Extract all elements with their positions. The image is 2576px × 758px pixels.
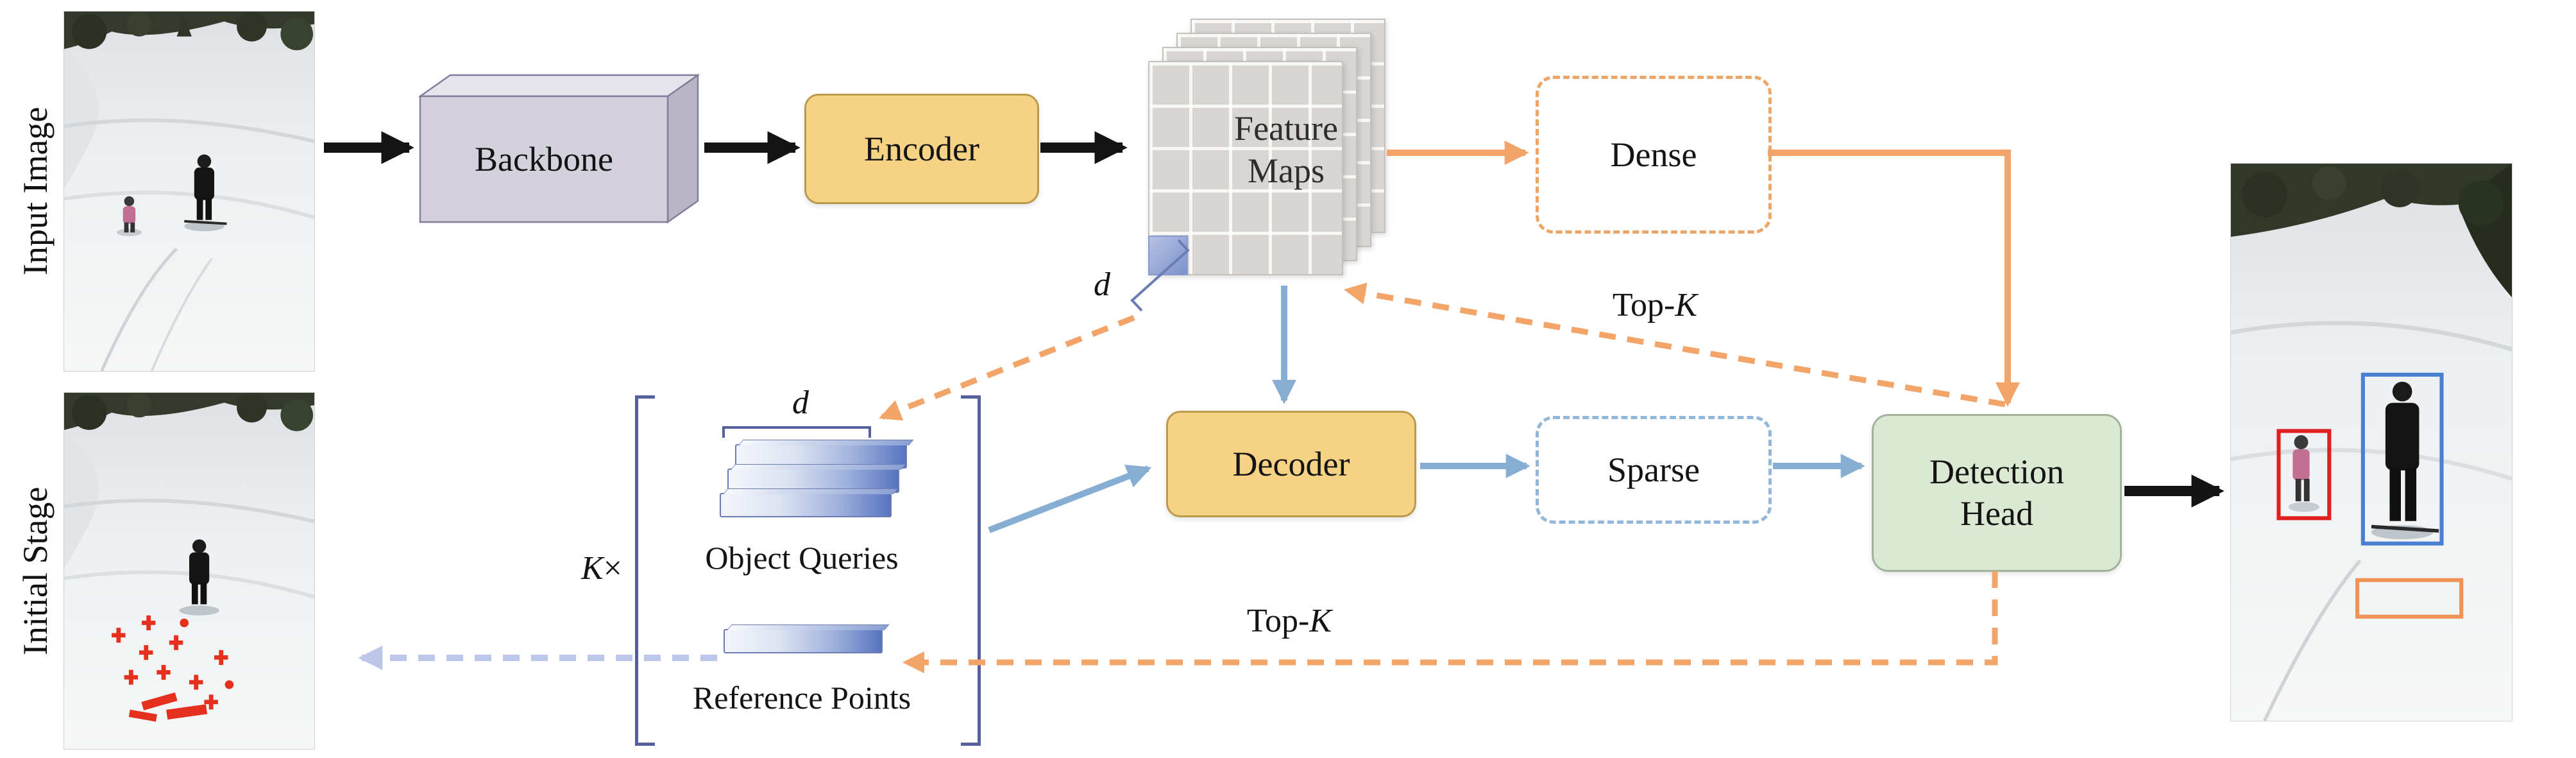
backbone-block: Backbone	[419, 74, 699, 223]
feature-maps-label: Feature Maps	[1179, 108, 1393, 193]
input-image-label-text: Input Image	[16, 107, 55, 276]
dense-label: Dense	[1610, 135, 1697, 174]
top-k-lower-label: Top-K	[1199, 602, 1379, 640]
sparse-node: Sparse	[1536, 416, 1772, 524]
input-image-label: Input Image	[12, 12, 59, 371]
initial-stage-label-text: Initial Stage	[16, 487, 55, 655]
top-k-lower-prefix: Top-	[1246, 603, 1310, 639]
initial-stage-scene	[64, 393, 314, 749]
arrow-dense-to-detectionhead	[1768, 150, 2020, 407]
arrow-featuremaps-to-queries	[879, 314, 1135, 421]
queries-bracket-left	[635, 395, 655, 746]
reference-points-bar	[724, 629, 883, 653]
queries-d-label: d	[792, 384, 809, 421]
output-image-scene	[2231, 164, 2512, 721]
detection-head-node: Detection Head	[1872, 414, 2122, 572]
detection-box-red	[2276, 429, 2332, 521]
feature-map-channel-marker	[1148, 236, 1188, 275]
output-image-photo	[2231, 164, 2512, 721]
backbone-3d-shape	[419, 74, 699, 223]
input-image-photo	[64, 12, 314, 371]
arrow-topk-to-referencepoints	[902, 571, 1998, 674]
arrow-queries-to-decoder	[988, 464, 1152, 533]
detection-head-label-line1: Detection	[1929, 452, 2064, 492]
queries-d-overbracket	[722, 426, 871, 438]
k-multiplier-times: ×	[603, 550, 622, 587]
k-multiplier-label: K×	[513, 549, 622, 587]
top-k-upper-label: Top-K	[1565, 286, 1745, 324]
feature-maps-d-label: d	[1094, 266, 1110, 303]
encoder-label: Encoder	[864, 129, 979, 168]
object-query-bar-3	[720, 493, 892, 517]
top-k-upper-prefix: Top-	[1612, 287, 1675, 323]
initial-stage-photo	[64, 393, 314, 749]
initial-stage-label: Initial Stage	[12, 393, 59, 749]
feature-maps-label-line1: Feature	[1234, 109, 1338, 148]
input-image-scene	[64, 12, 314, 371]
detection-head-label-line2: Head	[1960, 494, 2033, 533]
object-queries-label: Object Queries	[705, 540, 899, 576]
top-k-upper-k: K	[1675, 287, 1698, 323]
detection-box-blue	[2360, 372, 2444, 546]
encoder-node: Encoder	[804, 94, 1039, 204]
queries-bracket-right	[961, 395, 981, 746]
top-k-lower-k: K	[1309, 603, 1332, 639]
sparse-label: Sparse	[1607, 450, 1700, 489]
decoder-node: Decoder	[1166, 411, 1416, 517]
reference-points-label: Reference Points	[692, 680, 911, 716]
feature-maps-label-line2: Maps	[1248, 151, 1325, 190]
k-multiplier-k: K	[580, 550, 604, 587]
decoder-label: Decoder	[1232, 444, 1350, 483]
reference-points-markers	[112, 615, 228, 710]
dense-node: Dense	[1536, 76, 1772, 234]
backbone-label: Backbone	[475, 140, 613, 178]
detection-box-orange	[2355, 578, 2464, 619]
